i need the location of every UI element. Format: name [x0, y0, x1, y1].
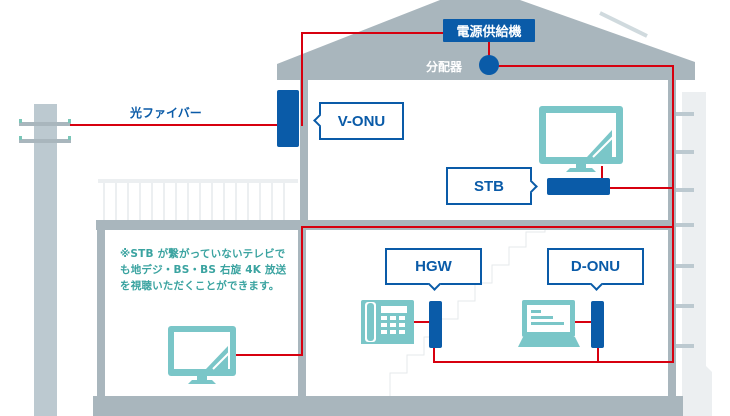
power-supply-label: 電源供給機 [443, 19, 535, 42]
laptop-icon [518, 300, 580, 347]
phone-icon [361, 300, 414, 347]
v-onu-device [277, 90, 299, 147]
d-onu-label: D-ONU [570, 258, 621, 275]
drainpipe [676, 92, 712, 416]
balcony-railing [98, 179, 298, 220]
tv-icon [539, 106, 623, 172]
tv-icon [168, 326, 236, 384]
fiber-label: 光ファイバー [130, 106, 202, 120]
utility-pole [19, 104, 71, 416]
stb-callout: STB [446, 167, 532, 205]
hgw-device [429, 301, 442, 348]
staircase [389, 230, 546, 396]
stb-label: STB [474, 177, 504, 195]
d-onu-device [591, 301, 604, 348]
lower-tv-cable [236, 226, 673, 356]
splitter-node [479, 55, 499, 75]
v-onu-callout: V-ONU [319, 102, 404, 140]
splitter-label: 分配器 [426, 60, 463, 74]
hgw-label: HGW [415, 258, 452, 275]
v-onu-label: V-ONU [337, 112, 386, 130]
tv-note: ※STB が繋がっていないテレビでも地デジ・BS・BS 右旋 4K 放送を視聴い… [120, 248, 287, 292]
stb-box [547, 178, 610, 195]
trunk-cable [433, 65, 674, 363]
power-cable [301, 32, 443, 126]
cables [70, 32, 674, 363]
